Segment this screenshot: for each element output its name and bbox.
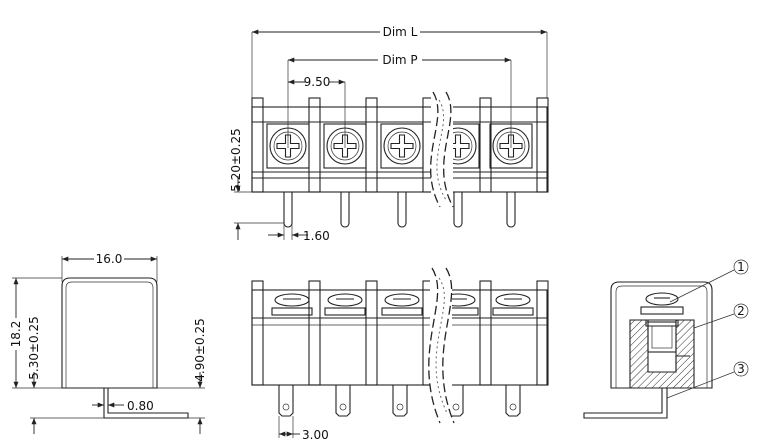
callout-1: 1 bbox=[669, 259, 749, 303]
top-break-lines bbox=[430, 91, 454, 208]
dim-p-dimension: Dim P bbox=[287, 53, 512, 148]
top-screws bbox=[266, 123, 533, 169]
pin-thickness-dimension: 0.80 bbox=[92, 399, 154, 413]
height-top-dimension: 5.20±0.25 bbox=[229, 128, 284, 240]
left-side-view: 16.0 18.2 5.30±0.25 4.90±0.25 bbox=[9, 252, 207, 434]
front-tabs bbox=[278, 385, 521, 417]
pitch-dimension: 9.50 bbox=[288, 75, 346, 148]
dim-l-dimension: Dim L bbox=[251, 25, 548, 98]
tab-width-dimension: 3.00 bbox=[278, 416, 329, 442]
dim-l-label: Dim L bbox=[383, 25, 418, 39]
front-view: 3.00 bbox=[251, 267, 549, 442]
height-total-label: 18.2 bbox=[9, 321, 23, 348]
callout-2-label: 2 bbox=[737, 304, 745, 318]
pin-width-dimension: 1.60 bbox=[268, 223, 330, 243]
front-break-lines bbox=[428, 267, 455, 424]
pin-width-label: 1.60 bbox=[303, 229, 330, 243]
height-top-label: 5.20±0.25 bbox=[229, 128, 243, 192]
section-view: 1 2 3 bbox=[583, 259, 749, 419]
height-side-left-label: 5.30±0.25 bbox=[27, 316, 41, 380]
top-view: Dim L Dim P 9.50 bbox=[229, 25, 549, 243]
callout-2: 2 bbox=[693, 303, 749, 329]
pin-thickness-label: 0.80 bbox=[127, 399, 154, 413]
callout-3: 3 bbox=[666, 361, 749, 399]
dim-p-label: Dim P bbox=[382, 53, 417, 67]
height-total-dimension: 18.2 bbox=[9, 277, 62, 389]
height-side-right-label: 4.90±0.25 bbox=[193, 318, 207, 382]
height-side-left-dimension: 5.30±0.25 bbox=[27, 316, 104, 434]
width-dimension: 16.0 bbox=[61, 252, 158, 282]
front-screw-heads bbox=[271, 293, 534, 316]
height-side-right-dimension: 4.90±0.25 bbox=[157, 318, 207, 434]
pitch-label: 9.50 bbox=[304, 75, 331, 89]
front-barriers bbox=[251, 280, 549, 386]
width-label: 16.0 bbox=[96, 252, 123, 266]
top-pins bbox=[283, 192, 516, 228]
callout-3-label: 3 bbox=[737, 362, 745, 376]
tab-width-label: 3.00 bbox=[302, 428, 329, 442]
callout-1-label: 1 bbox=[737, 260, 745, 274]
